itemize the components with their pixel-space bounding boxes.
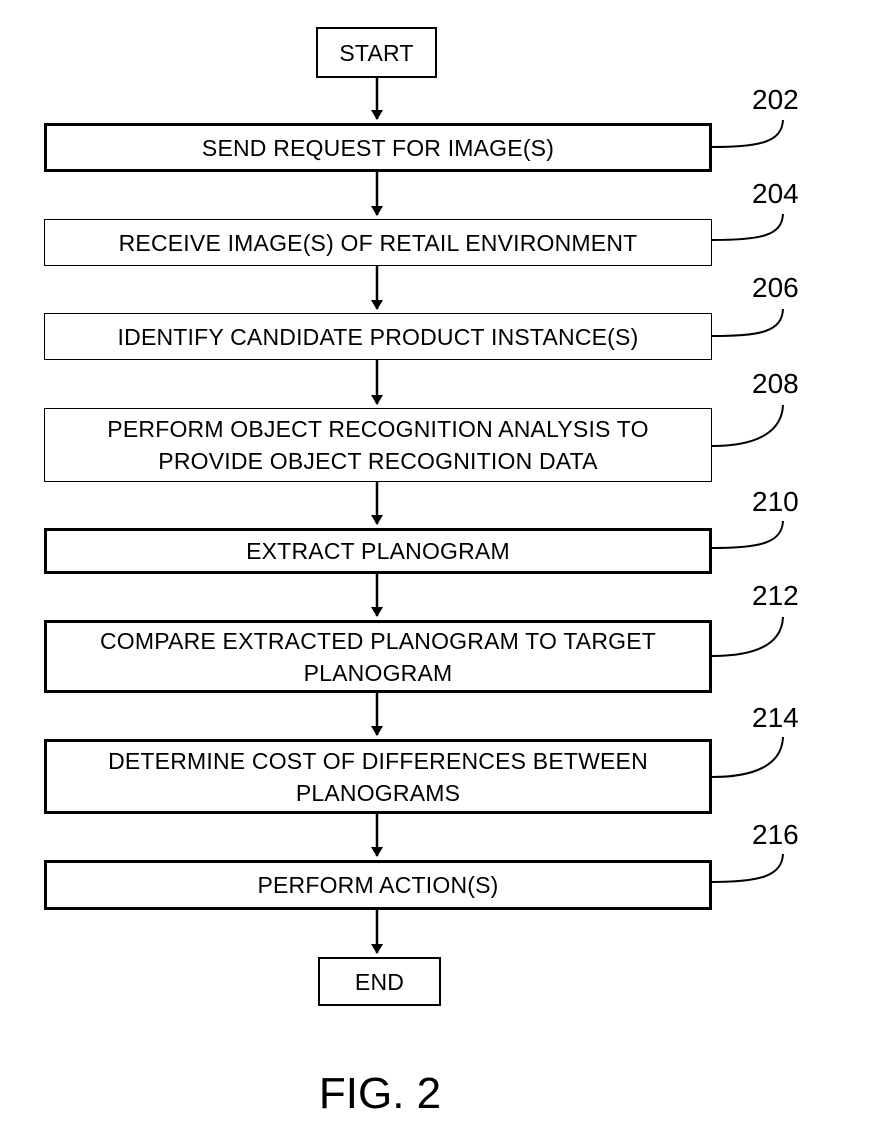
leader-208 xyxy=(711,404,784,447)
step-210-text: EXTRACT PLANOGRAM xyxy=(246,538,510,564)
ref-204: 204 xyxy=(752,178,799,209)
step-208-text: PERFORM OBJECT RECOGNITION ANALYSIS TO P… xyxy=(107,416,649,474)
step-212-text: COMPARE EXTRACTED PLANOGRAM TO TARGET PL… xyxy=(99,627,657,686)
step-216-box: PERFORM ACTION(S) xyxy=(44,860,712,910)
step-210-box: EXTRACT PLANOGRAM xyxy=(44,528,712,574)
figure-label: FIG. 2 xyxy=(318,1069,442,1118)
step-214-box: DETERMINE COST OF DIFFERENCES BETWEEN PL… xyxy=(44,739,712,814)
step-206-text: IDENTIFY CANDIDATE PRODUCT INSTANCE(S) xyxy=(117,323,639,350)
ref-214: 214 xyxy=(752,702,799,733)
leader-210 xyxy=(711,520,784,549)
leader-216 xyxy=(711,853,784,883)
ref-212: 212 xyxy=(752,580,799,611)
end-terminal: END xyxy=(318,957,441,1006)
step-202-text: SEND REQUEST FOR IMAGE(S) xyxy=(201,134,555,161)
step-204-text: RECEIVE IMAGE(S) OF RETAIL ENVIRONMENT xyxy=(118,229,638,256)
end-label: END xyxy=(354,968,405,995)
ref-208: 208 xyxy=(752,368,799,399)
leader-212 xyxy=(711,616,784,657)
leader-206 xyxy=(711,308,784,337)
step-208-box: PERFORM OBJECT RECOGNITION ANALYSIS TO P… xyxy=(44,408,712,482)
step-204-box: RECEIVE IMAGE(S) OF RETAIL ENVIRONMENT xyxy=(44,219,712,266)
leader-202 xyxy=(711,119,784,148)
leader-204 xyxy=(711,213,784,241)
step-214-text: DETERMINE COST OF DIFFERENCES BETWEEN PL… xyxy=(108,747,648,806)
ref-210: 210 xyxy=(752,486,799,517)
ref-206: 206 xyxy=(752,272,799,303)
step-206-box: IDENTIFY CANDIDATE PRODUCT INSTANCE(S) xyxy=(44,313,712,360)
start-terminal: START xyxy=(316,27,437,78)
ref-202: 202 xyxy=(752,84,799,115)
step-212-box: COMPARE EXTRACTED PLANOGRAM TO TARGET PL… xyxy=(44,620,712,693)
step-202-box: SEND REQUEST FOR IMAGE(S) xyxy=(44,123,712,172)
start-label: START xyxy=(339,39,414,66)
leader-214 xyxy=(711,736,784,778)
ref-216: 216 xyxy=(752,819,799,850)
step-216-text: PERFORM ACTION(S) xyxy=(257,872,499,898)
